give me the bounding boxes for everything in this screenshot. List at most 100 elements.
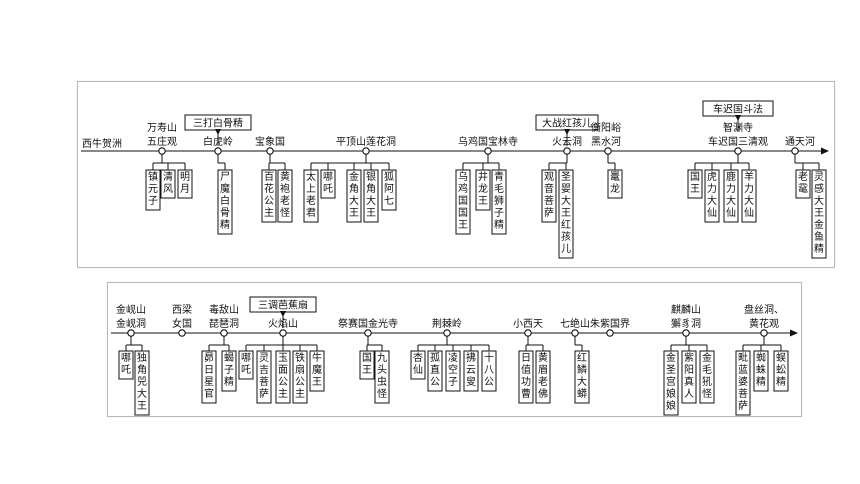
character-glyph: 大 bbox=[577, 375, 587, 388]
character-glyph: 观 bbox=[544, 171, 554, 183]
character-box bbox=[741, 169, 757, 223]
timeline-diagram-1: 西牛贺洲万寿山五庄观镇元子清风明月白虎岭三打白骨精尸魔白骨精宝象国百花公主黄袍老… bbox=[81, 100, 829, 259]
character-glyph: 音 bbox=[544, 182, 554, 195]
character-glyph: 月 bbox=[180, 183, 190, 195]
character-name: 十八公 bbox=[484, 351, 494, 388]
character-glyph: 王 bbox=[690, 184, 700, 195]
character-glyph: 魔 bbox=[312, 363, 322, 376]
character-glyph: 公 bbox=[430, 377, 440, 388]
character-glyph: 子 bbox=[224, 364, 234, 376]
character-glyph: 曹 bbox=[521, 387, 531, 400]
character-glyph: 独 bbox=[137, 351, 147, 364]
character-glyph: 精 bbox=[220, 218, 230, 231]
character-glyph: 老 bbox=[538, 375, 548, 388]
character-box bbox=[475, 169, 491, 211]
character-box bbox=[558, 169, 574, 259]
station-node bbox=[604, 147, 612, 155]
character-glyph: 公 bbox=[484, 377, 494, 388]
character-glyph: 大 bbox=[366, 194, 376, 207]
character-box bbox=[663, 350, 679, 416]
station-label: 毒敌山 bbox=[209, 303, 239, 316]
character-glyph: 凌 bbox=[448, 351, 458, 364]
station-node bbox=[178, 329, 186, 337]
character-glyph: 百 bbox=[264, 171, 274, 183]
character-glyph: 子 bbox=[448, 376, 458, 388]
character-glyph: 上 bbox=[306, 183, 316, 195]
character-glyph: 玉 bbox=[278, 353, 288, 364]
event-arrowhead bbox=[564, 129, 570, 135]
character-glyph: 力 bbox=[726, 182, 736, 195]
character-glyph: 鼋 bbox=[798, 183, 808, 195]
character-glyph: 袍 bbox=[280, 183, 290, 195]
character-name: 井龙王 bbox=[478, 170, 488, 207]
character-glyph: 王 bbox=[312, 377, 322, 388]
character-box bbox=[363, 169, 379, 223]
character-box bbox=[177, 169, 193, 199]
character-glyph: 萨 bbox=[738, 400, 748, 412]
character-name: 蜘蛛精 bbox=[756, 351, 766, 388]
station-node bbox=[220, 329, 228, 337]
character-glyph: 毗 bbox=[738, 352, 748, 364]
character-glyph: 犼 bbox=[702, 375, 712, 388]
station-node bbox=[734, 147, 742, 155]
character-glyph: 儿 bbox=[561, 243, 571, 255]
event-label: 车迟国斗法 bbox=[713, 103, 763, 116]
character-box bbox=[427, 350, 443, 392]
character-glyph: 金 bbox=[702, 351, 712, 364]
character-glyph: 蓝 bbox=[738, 364, 748, 376]
character-glyph: 仙 bbox=[726, 206, 736, 219]
character-box bbox=[134, 350, 150, 416]
character-glyph: 鳞 bbox=[577, 363, 587, 376]
character-box bbox=[221, 350, 237, 392]
character-glyph: 宫 bbox=[666, 375, 676, 388]
character-box bbox=[481, 350, 497, 392]
character-glyph: 十 bbox=[484, 351, 494, 364]
character-glyph: 吒 bbox=[241, 364, 251, 376]
character-glyph: 乌 bbox=[458, 170, 468, 183]
character-glyph: 菩 bbox=[259, 376, 269, 388]
character-glyph: 虫 bbox=[377, 376, 387, 388]
character-box bbox=[811, 169, 827, 259]
station-label: 祭赛国金光寺 bbox=[338, 317, 398, 330]
character-name: 牛魔王 bbox=[312, 351, 322, 388]
character-glyph: 毛 bbox=[702, 364, 712, 376]
character-glyph: 感 bbox=[814, 182, 824, 195]
character-glyph: 大 bbox=[744, 194, 754, 207]
character-box bbox=[261, 169, 277, 223]
character-glyph: 铁 bbox=[295, 351, 305, 364]
character-glyph: 精 bbox=[756, 375, 766, 388]
character-glyph: 大 bbox=[349, 194, 359, 207]
character-name: 蜈蚣精 bbox=[776, 351, 786, 388]
character-glyph: 王 bbox=[478, 196, 488, 207]
station-label: 五庄观 bbox=[147, 135, 177, 148]
station-node bbox=[279, 329, 287, 337]
character-glyph: 精 bbox=[814, 242, 824, 255]
station-label: 朱紫国界 bbox=[590, 318, 630, 330]
character-box bbox=[346, 169, 362, 223]
character-glyph: 吒 bbox=[323, 183, 333, 195]
character-box bbox=[518, 350, 534, 404]
character-box bbox=[238, 350, 254, 380]
character-name: 老鼋 bbox=[798, 170, 808, 195]
character-glyph: 青 bbox=[494, 170, 504, 183]
character-box bbox=[795, 169, 811, 199]
station-label: 獬豸洞 bbox=[671, 317, 701, 330]
character-glyph: 孩 bbox=[561, 230, 571, 243]
character-glyph: 老 bbox=[280, 194, 290, 207]
character-glyph: 花 bbox=[264, 182, 274, 195]
character-glyph: 力 bbox=[707, 182, 717, 195]
character-box bbox=[256, 350, 272, 404]
character-name: 国王 bbox=[362, 352, 372, 376]
character-glyph: 云 bbox=[466, 365, 476, 376]
character-name: 孤直公 bbox=[430, 352, 440, 388]
